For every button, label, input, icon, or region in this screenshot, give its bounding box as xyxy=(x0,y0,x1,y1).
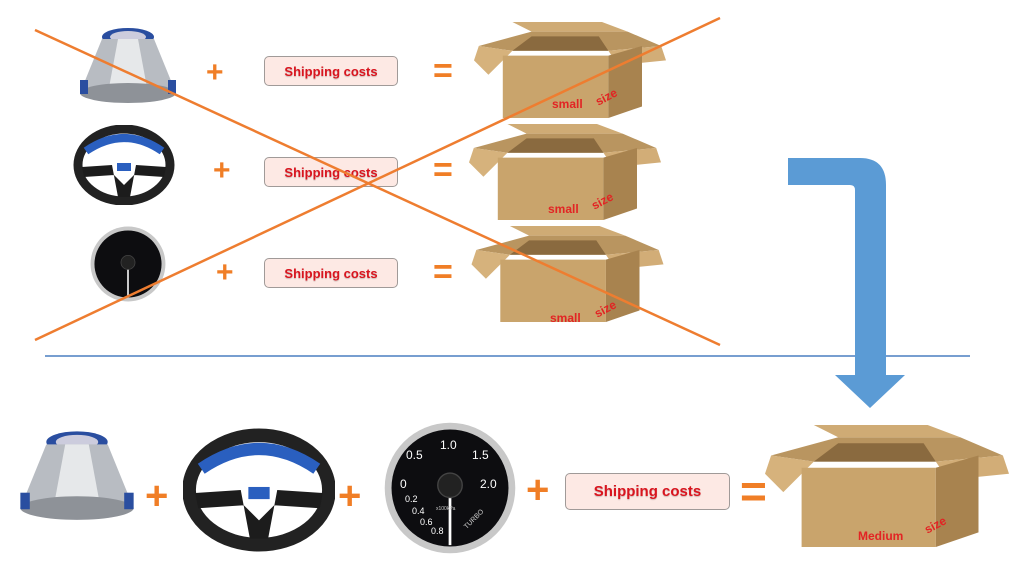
box-size-text: small xyxy=(552,97,583,111)
box-size-text: Medium xyxy=(858,529,904,543)
gauge-unit: x100kPa xyxy=(436,506,456,512)
equals-sign: = xyxy=(433,52,453,90)
plus-sign: + xyxy=(213,154,231,187)
gauge-tick: 2.0 xyxy=(480,477,497,491)
air-filter-image xyxy=(18,410,136,540)
down-arrow-icon xyxy=(788,158,905,408)
plus-sign: + xyxy=(338,474,362,518)
plus-sign: + xyxy=(526,468,550,512)
air-filter-image xyxy=(78,25,178,105)
shipping-costs-label: Shipping costs xyxy=(565,473,730,510)
gauge-tick: 1.0 xyxy=(440,438,457,452)
small-box-image xyxy=(470,226,665,322)
gauge-tick: 0.8 xyxy=(431,526,444,536)
steering-wheel-image xyxy=(68,125,180,205)
equals-sign: = xyxy=(433,151,453,189)
boost-gauge: 0.5 1.0 1.5 0 2.0 0.2 0.4 0.6 0.8 x100kP… xyxy=(380,420,520,556)
shipping-costs-label: Shipping costs xyxy=(264,157,398,187)
steering-wheel-image xyxy=(183,415,335,565)
gauge-tick: 1.5 xyxy=(472,448,489,462)
plus-sign: + xyxy=(216,256,234,289)
box-size-text: small xyxy=(548,202,579,216)
boost-gauge-image xyxy=(78,225,178,303)
equals-sign: = xyxy=(433,253,453,291)
plus-sign: + xyxy=(206,56,224,89)
gauge-tick: 0.5 xyxy=(406,448,423,462)
gauge-tick: 0 xyxy=(400,477,407,491)
box-size-text: small xyxy=(550,311,581,325)
shipping-costs-label: Shipping costs xyxy=(264,56,398,86)
plus-sign: + xyxy=(145,474,169,518)
gauge-tick: 0.4 xyxy=(412,506,425,516)
equals-sign: = xyxy=(740,465,767,517)
gauge-tick: 0.6 xyxy=(420,517,433,527)
gauge-tick: 0.2 xyxy=(405,494,418,504)
shipping-costs-label: Shipping costs xyxy=(264,258,398,288)
